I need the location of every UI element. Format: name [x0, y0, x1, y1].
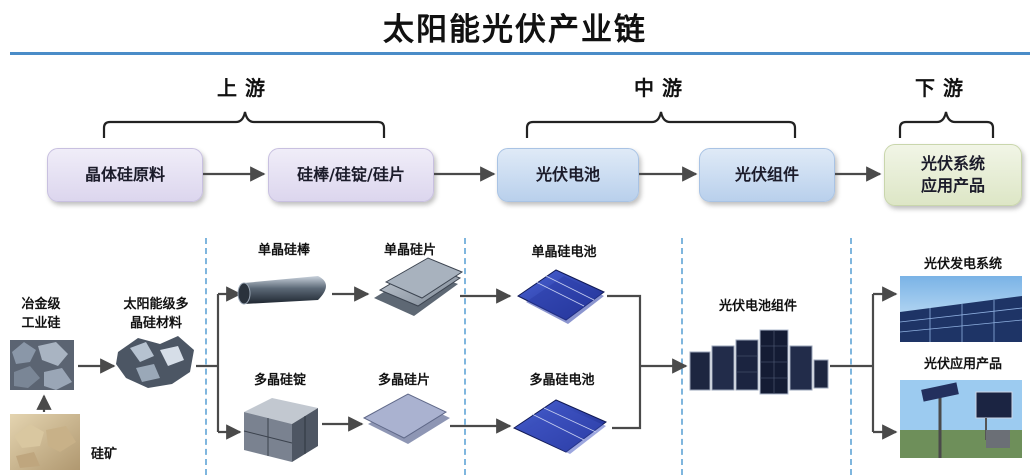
title-underline — [10, 52, 1030, 55]
poly-cell-image — [512, 399, 607, 454]
label-cell-module: 光伏电池组件 — [718, 299, 797, 314]
label-solar-poly-line2: 晶硅材料 — [129, 315, 182, 331]
brace-midstream — [525, 111, 797, 138]
arrow-merge-cells — [607, 294, 642, 430]
mono-rod-image — [237, 276, 326, 305]
diagram-title: 太阳能光伏产业链 — [383, 12, 647, 48]
label-application-products: 光伏应用产品 — [923, 357, 1002, 372]
box-pv-module: 光伏组件 — [699, 148, 835, 202]
stage-label-upstream: 上游 — [217, 76, 273, 100]
brace-downstream — [898, 111, 995, 138]
divider-1 — [205, 238, 207, 475]
mono-wafer-image — [374, 257, 464, 316]
pv-application-products-image — [900, 380, 1022, 458]
label-mono-rod: 单晶硅棒 — [257, 243, 310, 258]
divider-4 — [850, 238, 852, 475]
label-power-system: 光伏发电系统 — [923, 257, 1002, 272]
divider-3 — [681, 238, 683, 475]
box-pv-cell: 光伏电池 — [497, 148, 639, 202]
label-mono-cell: 单晶硅电池 — [531, 245, 597, 260]
divider-2 — [464, 238, 466, 475]
pv-power-system-image — [899, 276, 1023, 342]
box-pv-system-label-line2: 应用产品 — [920, 176, 985, 195]
label-mono-wafer: 单晶硅片 — [383, 243, 436, 258]
label-metallurgical-line2: 工业硅 — [21, 315, 61, 331]
stage-label-downstream: 下游 — [915, 76, 971, 100]
box-pv-system-label-line1: 光伏系统 — [920, 154, 985, 174]
stage-label-midstream: 中游 — [634, 76, 690, 100]
mono-cell-image — [517, 269, 605, 324]
label-poly-wafer: 多晶硅片 — [377, 373, 430, 388]
pv-module-image — [689, 329, 829, 395]
label-solar-grade-poly: 太阳能级多 晶硅材料 — [106, 296, 206, 334]
box-crystalline-silicon-raw-label: 晶体硅原料 — [84, 165, 165, 185]
brace-upstream — [102, 111, 386, 138]
box-crystalline-silicon-raw: 晶体硅原料 — [47, 148, 203, 202]
poly-wafer-image — [362, 393, 450, 444]
box-pv-module-label: 光伏组件 — [734, 165, 799, 185]
solar-grade-poly-image — [116, 336, 194, 388]
label-solar-poly-line1: 太阳能级多 — [123, 297, 189, 312]
box-pv-system: 光伏系统 应用产品 — [884, 144, 1022, 206]
label-silicon-ore: 硅矿 — [90, 447, 117, 462]
box-pv-cell-label: 光伏电池 — [535, 165, 600, 185]
poly-ingot-image — [243, 398, 318, 462]
box-rod-ingot-wafer-label: 硅棒/硅锭/硅片 — [297, 165, 405, 185]
silicon-ore-image — [10, 414, 80, 470]
label-metallurgical-silicon: 冶金级 工业硅 — [4, 296, 78, 334]
label-metallurgical-line1: 冶金级 — [21, 297, 61, 312]
metallurgical-silicon-image — [10, 340, 74, 390]
label-poly-cell: 多晶硅电池 — [529, 373, 595, 388]
label-poly-ingot: 多晶硅锭 — [253, 373, 306, 388]
box-rod-ingot-wafer: 硅棒/硅锭/硅片 — [268, 148, 434, 202]
